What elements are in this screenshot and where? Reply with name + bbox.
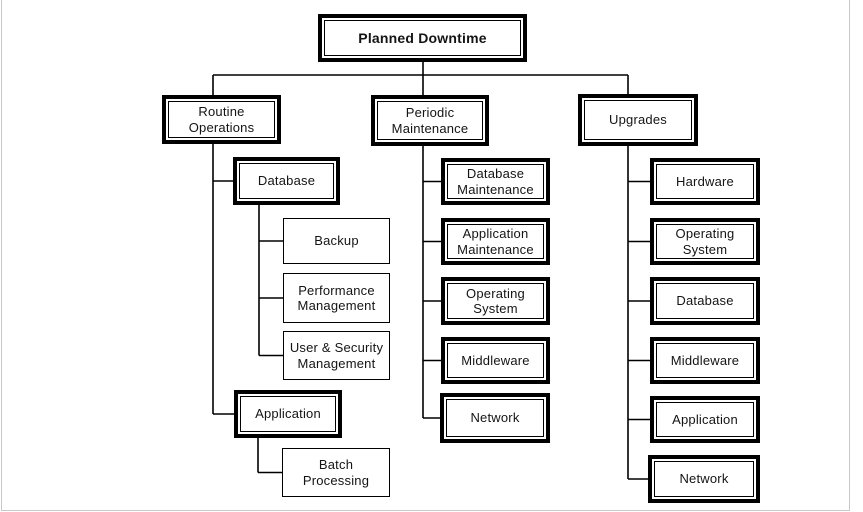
node-hardware-upgrade: Hardware <box>650 158 760 205</box>
node-periodic-maintenance: Periodic Maintenance <box>371 95 489 146</box>
node-middleware-maintenance: Middleware <box>441 337 550 384</box>
node-user-security-management: User & Security Management <box>283 331 390 380</box>
node-batch-processing: Batch Processing <box>282 448 390 497</box>
node-routine-operations: Routine Operations <box>162 95 281 144</box>
node-operating-system-upgrade: Operating System <box>650 218 760 265</box>
node-performance-management: Performance Management <box>283 273 390 323</box>
node-backup: Backup <box>283 218 390 264</box>
node-network-upgrade: Network <box>648 455 760 503</box>
node-database-upgrade: Database <box>650 277 760 325</box>
node-database-maintenance: Database Maintenance <box>441 158 550 205</box>
node-application-upgrade: Application <box>650 396 760 443</box>
node-application-maintenance: Application Maintenance <box>441 218 550 265</box>
node-network-maintenance: Network <box>440 393 550 443</box>
node-operating-system-maintenance: Operating System <box>441 277 550 325</box>
node-upgrades: Upgrades <box>578 94 698 146</box>
node-middleware-upgrade: Middleware <box>650 337 760 384</box>
node-application: Application <box>234 390 342 438</box>
node-planned-downtime: Planned Downtime <box>318 14 527 62</box>
node-database: Database <box>233 157 340 205</box>
